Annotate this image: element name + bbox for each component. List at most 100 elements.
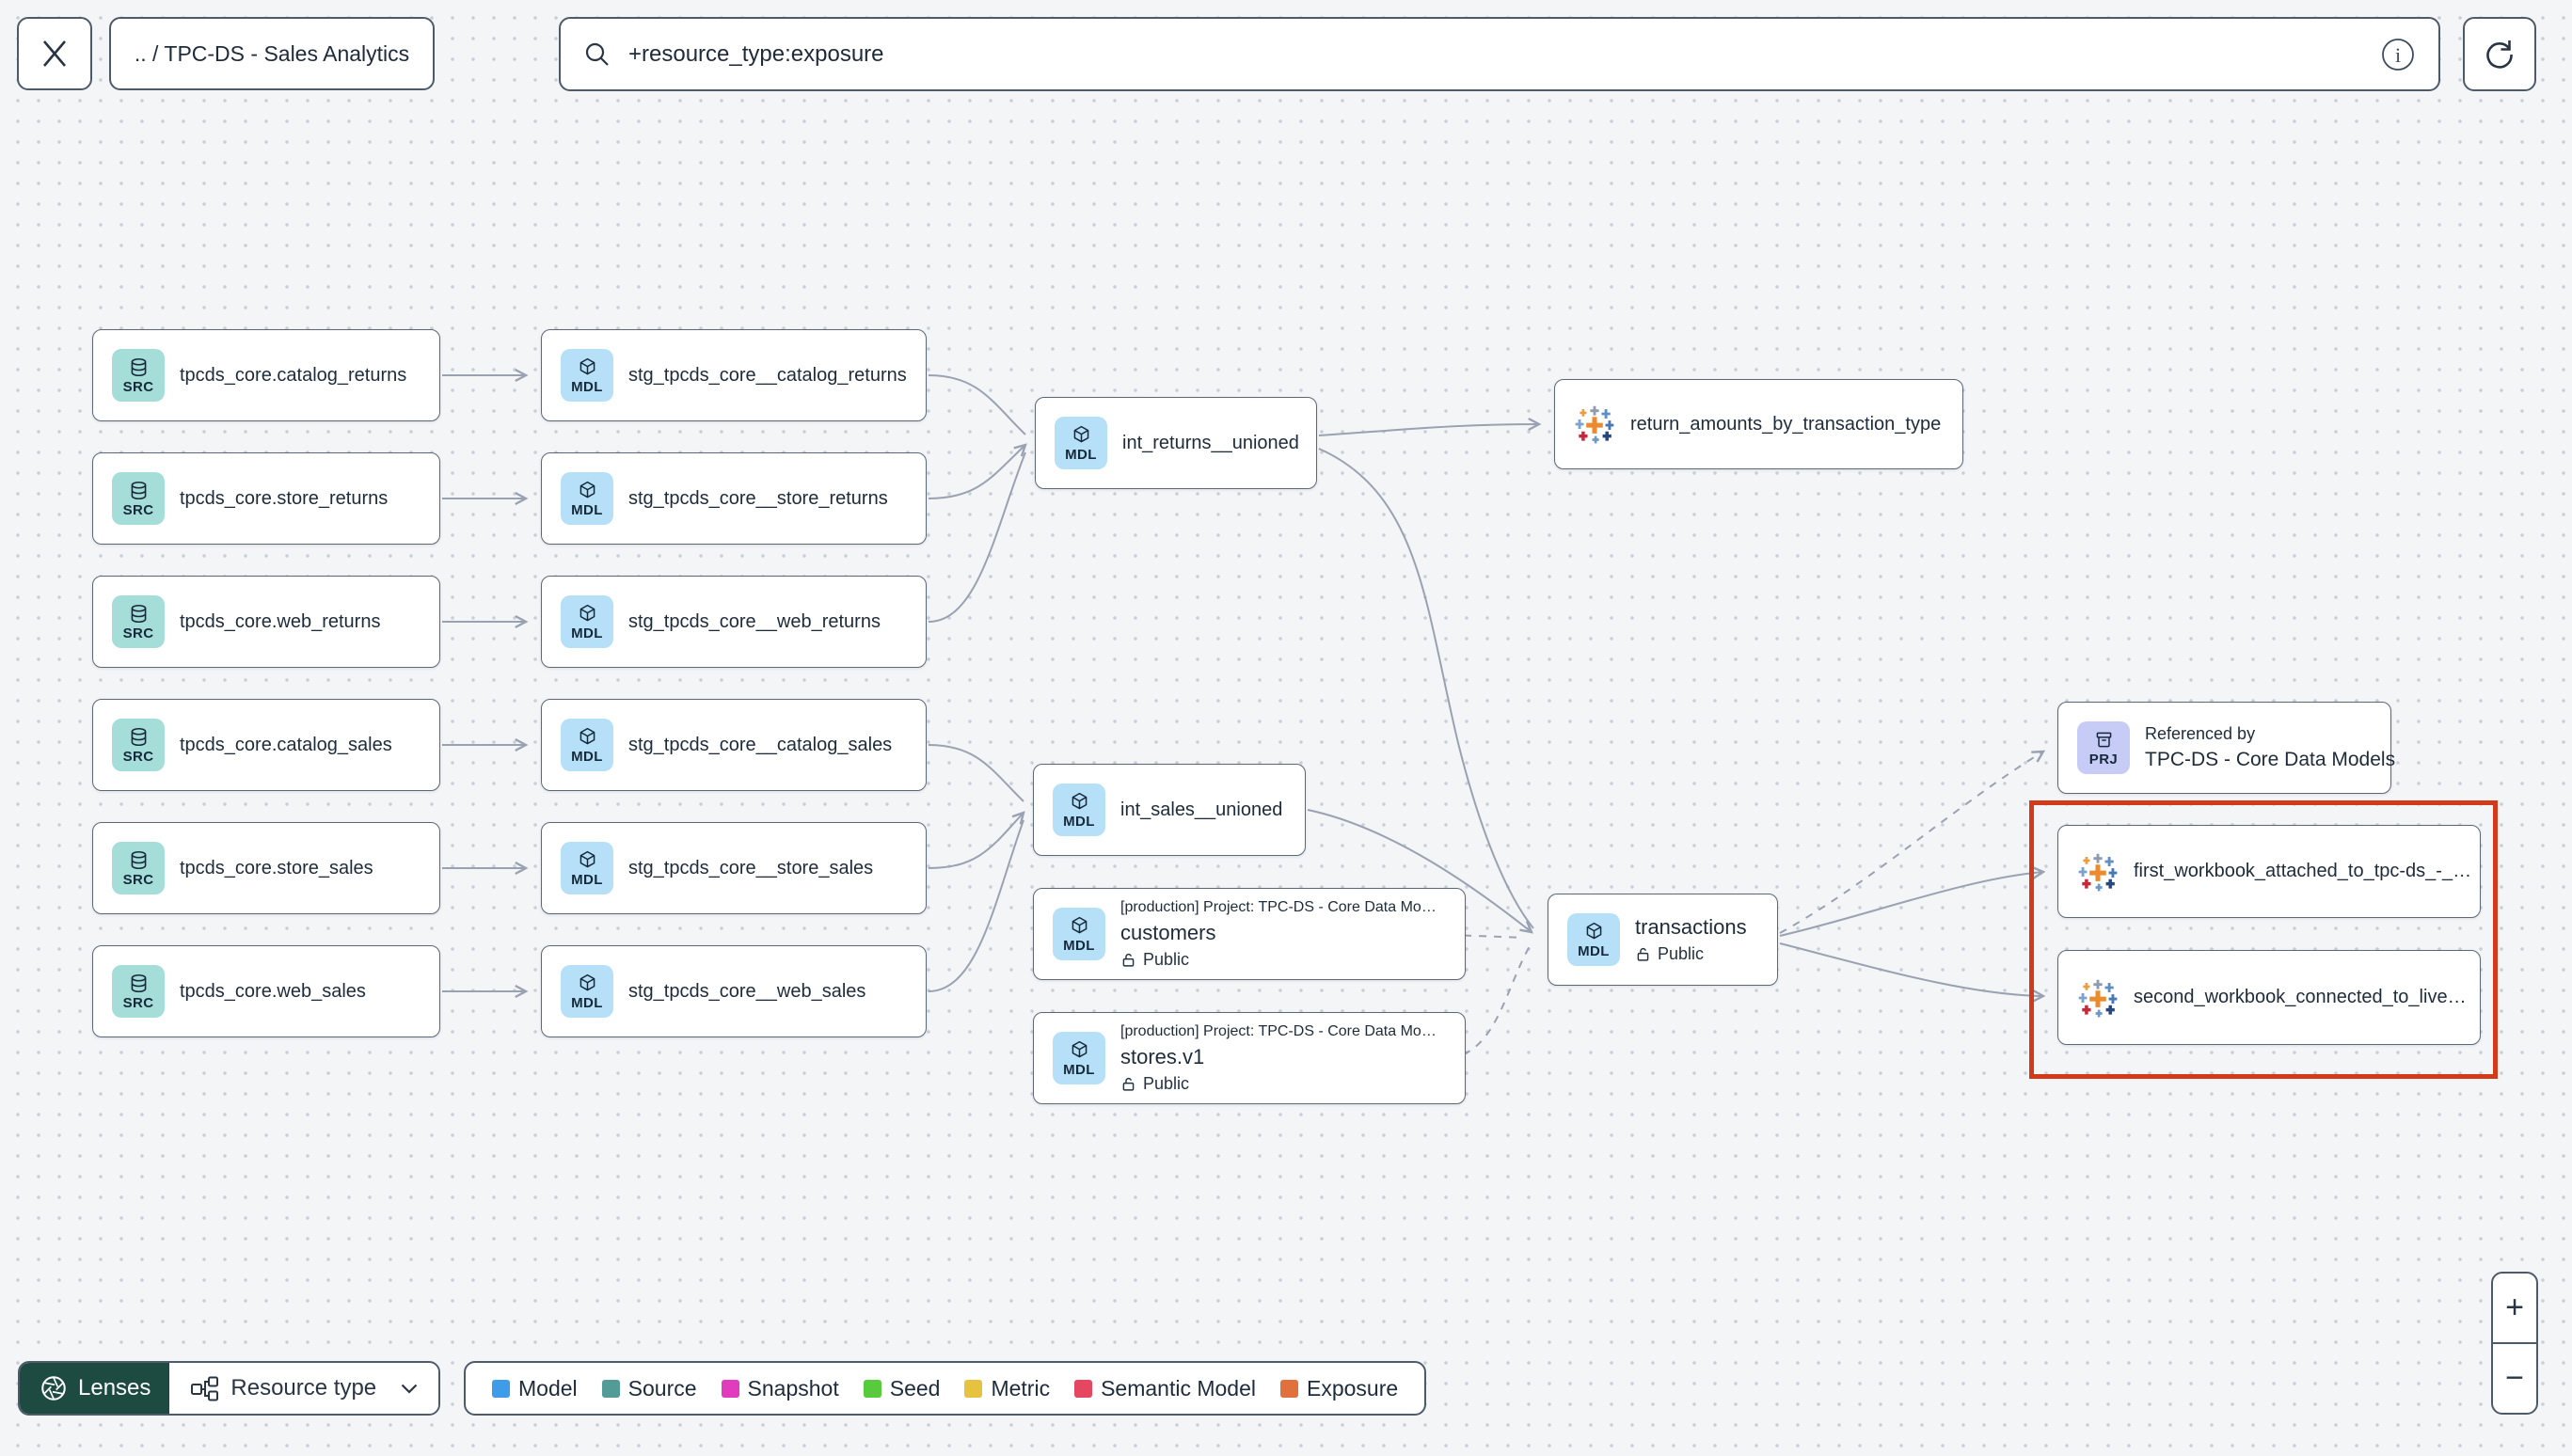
seed-swatch — [863, 1379, 881, 1398]
model-badge: MDL — [1053, 783, 1105, 836]
model-badge: MDL — [561, 349, 613, 402]
cube-icon — [1586, 922, 1601, 939]
model-badge: MDL — [561, 965, 613, 1018]
node-stg-store-returns[interactable]: MDL stg_tpcds_core__store_returns — [541, 452, 927, 545]
node-customers[interactable]: MDL [production] Project: TPC-DS - Core … — [1033, 888, 1466, 980]
model-name: customers — [1120, 920, 1216, 944]
unlock-icon — [1122, 953, 1135, 967]
unlock-icon — [1637, 947, 1649, 961]
cube-icon — [1073, 425, 1088, 442]
cube-icon — [1072, 1040, 1087, 1057]
database-icon — [131, 604, 146, 623]
exposure-swatch — [1280, 1379, 1298, 1398]
lenses-button[interactable]: Lenses — [20, 1363, 170, 1414]
close-button[interactable] — [17, 17, 92, 90]
legend: Model Source Snapshot Seed Metric Semant… — [464, 1361, 1427, 1416]
resource-type-dropdown[interactable]: Resource type — [169, 1363, 439, 1414]
cube-icon — [579, 973, 595, 990]
legend-item-source: Source — [601, 1376, 697, 1401]
model-name: stores.v1 — [1120, 1044, 1205, 1068]
access-line: Public — [1120, 1074, 1437, 1094]
project-line: [production] Project: TPC-DS - Core Data… — [1120, 1022, 1437, 1039]
tableau-icon — [1575, 405, 1614, 444]
node-stg-store-sales[interactable]: MDL stg_tpcds_core__store_sales — [541, 822, 927, 914]
model-badge: MDL — [1053, 1032, 1105, 1084]
node-exposure-second-workbook[interactable]: second_workbook_connected_to_live… — [2057, 950, 2481, 1045]
tableau-icon — [2078, 853, 2118, 891]
resource-type-icon — [191, 1376, 219, 1401]
model-badge: MDL — [561, 842, 613, 894]
referenced-by-title: Referenced by — [2145, 724, 2256, 743]
model-swatch — [492, 1379, 510, 1398]
source-badge: SRC — [112, 595, 165, 648]
archive-icon — [2096, 732, 2111, 747]
refresh-icon — [2486, 40, 2513, 69]
project-badge: PRJ — [2077, 721, 2130, 774]
search-icon — [585, 42, 609, 66]
node-src-web-sales[interactable]: SRC tpcds_core.web_sales — [92, 945, 440, 1037]
node-int-sales-unioned[interactable]: MDL int_sales__unioned — [1033, 764, 1306, 856]
node-stg-web-returns[interactable]: MDL stg_tpcds_core__web_returns — [541, 576, 927, 668]
svg-text:i: i — [2395, 43, 2401, 67]
model-badge: MDL — [1053, 908, 1105, 960]
close-icon — [43, 40, 66, 67]
plus-icon: + — [2505, 1290, 2524, 1325]
source-badge: SRC — [112, 965, 165, 1018]
node-stores-v1[interactable]: MDL [production] Project: TPC-DS - Core … — [1033, 1012, 1466, 1104]
zoom-controls: + − — [2491, 1272, 2538, 1415]
breadcrumb[interactable]: .. / TPC-DS - Sales Analytics — [109, 17, 435, 90]
source-swatch — [601, 1379, 620, 1398]
access-line: Public — [1120, 950, 1437, 970]
legend-item-model: Model — [492, 1376, 578, 1401]
model-name: transactions — [1635, 915, 1747, 939]
referenced-by-project-name: TPC-DS - Core Data Models — [2145, 749, 2396, 770]
cube-icon — [579, 727, 595, 744]
breadcrumb-label: .. / TPC-DS - Sales Analytics — [134, 40, 410, 66]
minus-icon: − — [2505, 1360, 2524, 1396]
unlock-icon — [1122, 1077, 1135, 1091]
zoom-in-button[interactable]: + — [2493, 1274, 2536, 1344]
node-stg-catalog-returns[interactable]: MDL stg_tpcds_core__catalog_returns — [541, 329, 927, 421]
legend-item-snapshot: Snapshot — [721, 1376, 839, 1401]
database-icon — [131, 481, 146, 499]
info-icon[interactable]: i — [2380, 37, 2416, 72]
refresh-button[interactable] — [2463, 17, 2536, 91]
cube-icon — [1072, 792, 1087, 809]
node-src-store-sales[interactable]: SRC tpcds_core.store_sales — [92, 822, 440, 914]
node-exposure-return-amounts[interactable]: return_amounts_by_transaction_type — [1554, 379, 1963, 469]
node-src-catalog-returns[interactable]: SRC tpcds_core.catalog_returns — [92, 329, 440, 421]
node-stg-catalog-sales[interactable]: MDL stg_tpcds_core__catalog_sales — [541, 699, 927, 791]
database-icon — [131, 850, 146, 869]
cube-icon — [579, 604, 595, 621]
cube-icon — [579, 481, 595, 498]
database-icon — [131, 973, 146, 992]
node-exposure-first-workbook[interactable]: first_workbook_attached_to_tpc-ds_-_… — [2057, 825, 2481, 918]
node-src-catalog-sales[interactable]: SRC tpcds_core.catalog_sales — [92, 699, 440, 791]
legend-item-exposure: Exposure — [1280, 1376, 1398, 1401]
node-src-store-returns[interactable]: SRC tpcds_core.store_returns — [92, 452, 440, 545]
node-transactions[interactable]: MDL transactions Public — [1548, 894, 1778, 986]
legend-item-semantic-model: Semantic Model — [1074, 1376, 1256, 1401]
metric-swatch — [964, 1379, 983, 1398]
snapshot-swatch — [721, 1379, 739, 1398]
zoom-out-button[interactable]: − — [2493, 1344, 2536, 1413]
source-badge: SRC — [112, 349, 165, 402]
legend-item-metric: Metric — [964, 1376, 1050, 1401]
source-badge: SRC — [112, 472, 165, 525]
search-bar[interactable]: i — [559, 17, 2440, 91]
lens-control-group: Lenses Resource type — [18, 1361, 441, 1416]
node-stg-web-sales[interactable]: MDL stg_tpcds_core__web_sales — [541, 945, 927, 1037]
model-badge: MDL — [1567, 913, 1620, 966]
node-src-web-returns[interactable]: SRC tpcds_core.web_returns — [92, 576, 440, 668]
cube-icon — [1072, 916, 1087, 933]
search-input[interactable] — [627, 40, 2365, 69]
source-badge: SRC — [112, 842, 165, 894]
lenses-aperture-icon — [41, 1376, 66, 1401]
database-icon — [131, 727, 146, 746]
model-badge: MDL — [561, 719, 613, 771]
project-line: [production] Project: TPC-DS - Core Data… — [1120, 898, 1437, 915]
node-int-returns-unioned[interactable]: MDL int_returns__unioned — [1035, 397, 1317, 489]
node-referenced-by-project[interactable]: PRJ Referenced by TPC-DS - Core Data Mod… — [2057, 702, 2395, 794]
semantic-model-swatch — [1074, 1379, 1093, 1398]
